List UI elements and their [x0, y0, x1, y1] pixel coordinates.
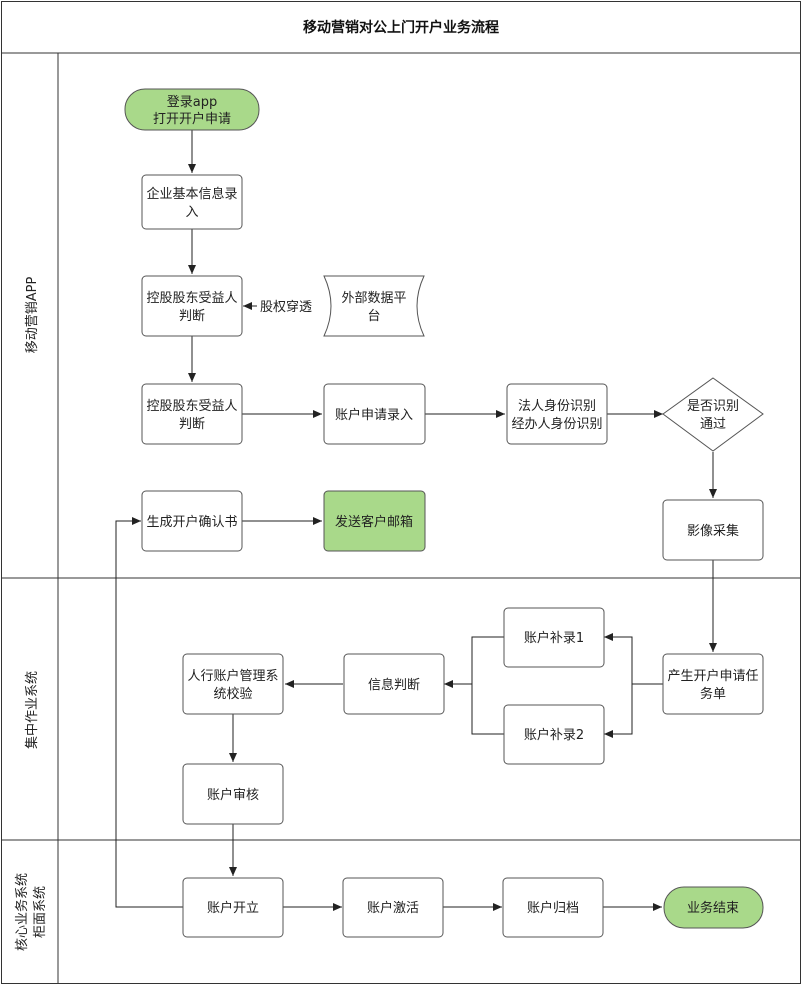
- diagram-title: 移动营销对公上门开户业务流程: [303, 19, 499, 36]
- node-text: 账户补录1: [524, 630, 584, 646]
- node-text: 是否识别: [687, 399, 739, 414]
- edge-label-bg: [258, 298, 314, 316]
- node-confirm-letter[interactable]: 生成开户确认书: [141, 490, 243, 552]
- node-text: 账户申请录入: [335, 407, 413, 423]
- node-text: 账户补录2: [524, 727, 584, 743]
- node-text: 账户审核: [207, 787, 259, 803]
- lane-label-mobile-app: 移动营销APP: [25, 277, 40, 354]
- lane-label-text: 移动营销APP: [25, 277, 40, 354]
- node-text: 产生开户申请任: [667, 668, 758, 684]
- node-text: 账户开立: [207, 900, 259, 916]
- node-decision-pass[interactable]: 是否识别 通过: [662, 377, 764, 452]
- node-login-start[interactable]: 登录app 打开开户申请: [124, 88, 260, 131]
- node-text: 判断: [179, 309, 205, 324]
- node-text: 控股股东受益人: [146, 399, 237, 414]
- node-text: 打开开户申请: [153, 111, 231, 127]
- node-text: 登录app: [167, 95, 217, 110]
- node-text: 入: [185, 205, 198, 220]
- node-text: 生成开户确认书: [146, 514, 237, 530]
- edge-label-equity-penetration: 股权穿透: [260, 299, 312, 315]
- node-text: 企业基本信息录: [146, 186, 237, 202]
- node-external-data[interactable]: 外部数据平 台: [323, 275, 425, 337]
- node-holder-judge-2[interactable]: 控股股东受益人 判断: [141, 383, 243, 445]
- node-text: 判断: [179, 417, 205, 432]
- lane-label-text: 柜面系统: [33, 886, 48, 938]
- node-info-judge[interactable]: 信息判断: [343, 653, 445, 715]
- node-text: 影像采集: [687, 523, 739, 539]
- node-text: 信息判断: [368, 677, 420, 693]
- lane-label-core-system: 核心业务系统 柜面系统: [14, 873, 48, 951]
- node-text: 统校验: [213, 686, 252, 702]
- lane-label-text: 核心业务系统: [14, 873, 30, 951]
- node-supplement-1[interactable]: 账户补录1: [503, 607, 605, 668]
- node-text: 台: [367, 309, 380, 324]
- connectors: [115, 130, 717, 911]
- node-identity-check[interactable]: 法人身份识别 经办人身份识别: [506, 383, 608, 445]
- node-text: 控股股东受益人: [146, 291, 237, 306]
- node-text: 通过: [700, 417, 726, 432]
- node-end[interactable]: 业务结束: [663, 886, 764, 929]
- node-holder-judge-1[interactable]: 控股股东受益人 判断: [141, 275, 243, 337]
- node-text: 务单: [700, 686, 726, 702]
- node-account-activate[interactable]: 账户激活: [342, 877, 444, 938]
- node-text: 法人身份识别: [518, 398, 596, 414]
- node-text: 账户归档: [527, 900, 579, 916]
- node-text: 账户激活: [367, 900, 419, 916]
- lane-label-text: 集中作业系统: [24, 671, 40, 749]
- node-text: 经办人身份识别: [511, 416, 602, 432]
- node-account-open[interactable]: 账户开立: [182, 877, 284, 938]
- lane-label-central-ops: 集中作业系统: [24, 671, 40, 749]
- node-text: 发送客户邮箱: [335, 514, 413, 530]
- node-basic-info[interactable]: 企业基本信息录 入: [141, 174, 243, 230]
- node-pboc-check[interactable]: 人行账户管理系 统校验: [182, 653, 284, 715]
- node-account-audit[interactable]: 账户审核: [182, 763, 284, 825]
- node-account-apply[interactable]: 账户申请录入: [323, 383, 426, 445]
- node-task-order[interactable]: 产生开户申请任 务单: [662, 653, 764, 715]
- node-text: 人行账户管理系: [187, 668, 278, 684]
- node-image-capture[interactable]: 影像采集: [662, 499, 764, 561]
- node-text: 外部数据平: [341, 291, 406, 306]
- node-supplement-2[interactable]: 账户补录2: [503, 704, 605, 765]
- node-account-archive[interactable]: 账户归档: [502, 877, 604, 938]
- node-send-email[interactable]: 发送客户邮箱: [323, 490, 426, 552]
- node-text: 业务结束: [687, 900, 739, 916]
